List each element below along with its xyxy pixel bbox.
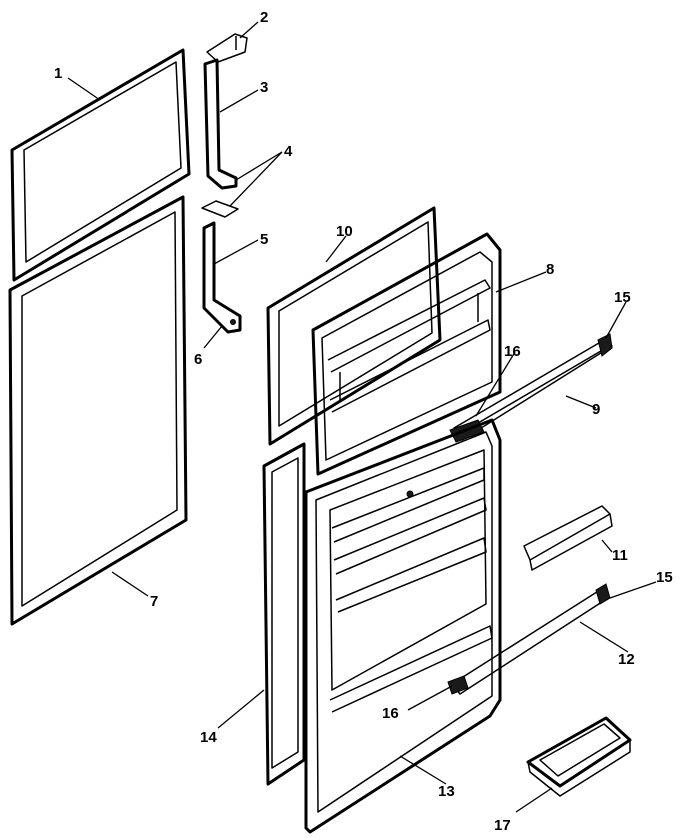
callout-11: 11 xyxy=(612,547,628,564)
part-1-freezer-gasket xyxy=(10,48,191,282)
callout-7: 7 xyxy=(150,593,158,610)
callout-15a: 15 xyxy=(614,289,631,306)
part-5-lower-hinge-bracket xyxy=(202,221,242,334)
leader-lines xyxy=(67,21,657,813)
callout-13: 13 xyxy=(438,783,455,800)
part-3-upper-hinge-bracket xyxy=(203,58,238,190)
part-13-fresh-food-door-liner xyxy=(304,418,502,834)
callout-labels: 1 2 3 4 5 6 7 8 9 10 11 12 13 14 15 15 1… xyxy=(54,9,673,834)
callout-8: 8 xyxy=(546,261,554,278)
callout-16a: 16 xyxy=(504,343,521,360)
part-8-freezer-door-liner xyxy=(311,232,502,476)
part-10-freezer-door-gasket xyxy=(266,206,442,446)
callout-12: 12 xyxy=(618,651,635,668)
callout-14: 14 xyxy=(200,729,217,746)
part-7-fresh-food-gasket xyxy=(8,195,188,626)
callout-5: 5 xyxy=(260,231,268,248)
callout-3: 3 xyxy=(260,79,268,96)
callout-15b: 15 xyxy=(656,569,673,586)
callout-2: 2 xyxy=(260,9,268,26)
callout-16b: 16 xyxy=(382,705,399,722)
part-14-fresh-food-door-gasket xyxy=(262,442,306,786)
part-11-door-shelf xyxy=(523,505,613,571)
callout-10: 10 xyxy=(336,223,353,240)
part-4-hinge-spacer xyxy=(201,200,239,218)
callout-6: 6 xyxy=(194,351,202,368)
callout-4: 4 xyxy=(284,143,293,160)
part-12-lower-shelf-rail xyxy=(447,583,611,695)
callout-17: 17 xyxy=(494,817,511,834)
part-17-dairy-bin xyxy=(526,716,632,797)
part-2-top-hinge xyxy=(206,33,248,63)
callout-1: 1 xyxy=(54,65,62,82)
callout-9: 9 xyxy=(592,401,600,418)
